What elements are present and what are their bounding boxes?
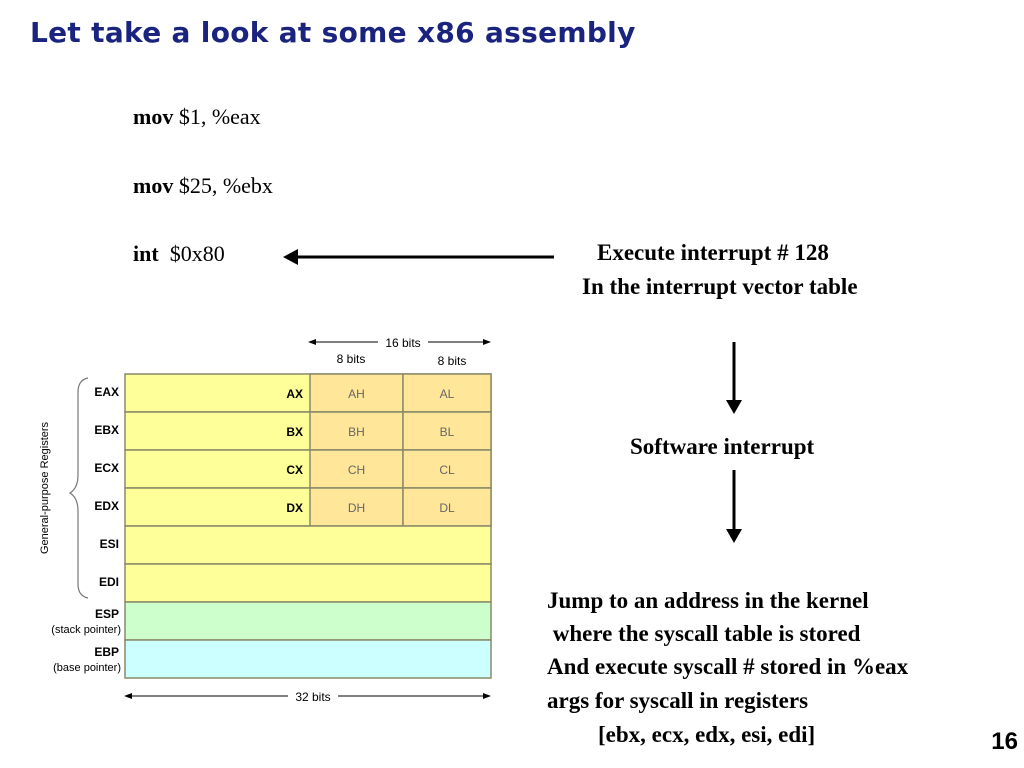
high-byte-label: CH — [348, 463, 365, 477]
group-brace-icon — [68, 377, 89, 599]
interrupt-note-line-1: Execute interrupt # 128 — [597, 240, 829, 265]
register-cell — [124, 601, 492, 641]
register-row: DX DH DL EDX — [94, 487, 492, 527]
jump-line-5: [ebx, ecx, edx, esi, edi] — [598, 722, 816, 747]
low-byte-label: CL — [439, 463, 455, 477]
jump-line-3: And execute syscall # stored in %eax — [547, 654, 909, 679]
register-row: EBP (base pointer) — [53, 639, 492, 679]
code-op: mov — [133, 104, 174, 129]
jump-line-2: where the syscall table is stored — [547, 621, 861, 646]
width-label: 32 bits — [295, 690, 330, 704]
register-row: EDI — [99, 563, 492, 603]
high-byte-label: DH — [348, 501, 365, 515]
register-name: EDX — [94, 499, 119, 513]
register-cell — [124, 639, 492, 679]
register-row: ESP (stack pointer) — [51, 601, 492, 641]
low-byte-cell — [402, 373, 492, 413]
register-name: ECX — [94, 461, 119, 475]
register-cell — [124, 563, 492, 603]
low-byte-cell — [402, 487, 492, 527]
high-byte-label: BH — [348, 425, 365, 439]
register-cell — [124, 525, 492, 565]
word-register-label: DX — [286, 501, 303, 515]
high-byte-label: AH — [348, 387, 365, 401]
jump-line-4: args for syscall in registers — [547, 688, 809, 713]
low-byte-label: AL — [440, 387, 455, 401]
software-interrupt-label: Software interrupt — [630, 434, 815, 459]
dimension-16-bits: 16 bits — [308, 336, 491, 350]
register-row: BX BH BL EBX — [94, 411, 492, 451]
high-byte-cell — [309, 449, 404, 489]
register-row: AX AH AL EAX — [94, 373, 492, 413]
register-name: ESI — [100, 537, 119, 551]
register-diagram: 16 bits 8 bits 8 bits General-purpose Re… — [39, 336, 492, 704]
down-arrow-icon — [726, 470, 742, 543]
dimension-32-bits: 32 bits — [124, 690, 491, 704]
code-op: mov — [133, 173, 174, 198]
code-line-1: mov $1, %eax — [133, 104, 261, 130]
low-byte-cell — [402, 411, 492, 451]
word-register-label: BX — [286, 425, 303, 439]
low-byte-label: DL — [439, 501, 455, 515]
width-label: 8 bits — [337, 352, 366, 366]
register-row: ESI — [100, 525, 492, 565]
register-name: EBP — [94, 645, 119, 659]
left-arrow-icon — [283, 249, 554, 265]
register-name: ESP — [95, 607, 119, 621]
page-number: 16 — [991, 728, 1018, 755]
group-label: General-purpose Registers — [39, 421, 51, 554]
register-name: EBX — [94, 423, 119, 437]
high-byte-cell — [309, 487, 404, 527]
high-byte-cell — [309, 373, 404, 413]
width-label: 8 bits — [438, 354, 467, 368]
code-line-3: int $0x80 — [133, 241, 225, 267]
register-name: EAX — [94, 385, 119, 399]
interrupt-note-line-2: In the interrupt vector table — [582, 274, 858, 299]
code-line-2: mov $25, %ebx — [133, 173, 273, 199]
code-op: int — [133, 241, 159, 266]
down-arrow-icon — [726, 342, 742, 414]
code-args: $25, %ebx — [178, 173, 273, 198]
code-args: $1, %eax — [178, 104, 261, 129]
word-register-label: AX — [286, 387, 303, 401]
code-args: $0x80 — [164, 241, 225, 266]
register-description: (stack pointer) — [51, 624, 121, 636]
word-register-label: CX — [286, 463, 303, 477]
register-description: (base pointer) — [53, 662, 121, 674]
register-row: CX CH CL ECX — [94, 449, 492, 489]
jump-line-1: Jump to an address in the kernel — [547, 588, 869, 613]
low-byte-label: BL — [440, 425, 455, 439]
low-byte-cell — [402, 449, 492, 489]
register-name: EDI — [99, 575, 119, 589]
slide-title: Let take a look at some x86 assembly — [30, 16, 636, 49]
width-label: 16 bits — [385, 336, 420, 350]
